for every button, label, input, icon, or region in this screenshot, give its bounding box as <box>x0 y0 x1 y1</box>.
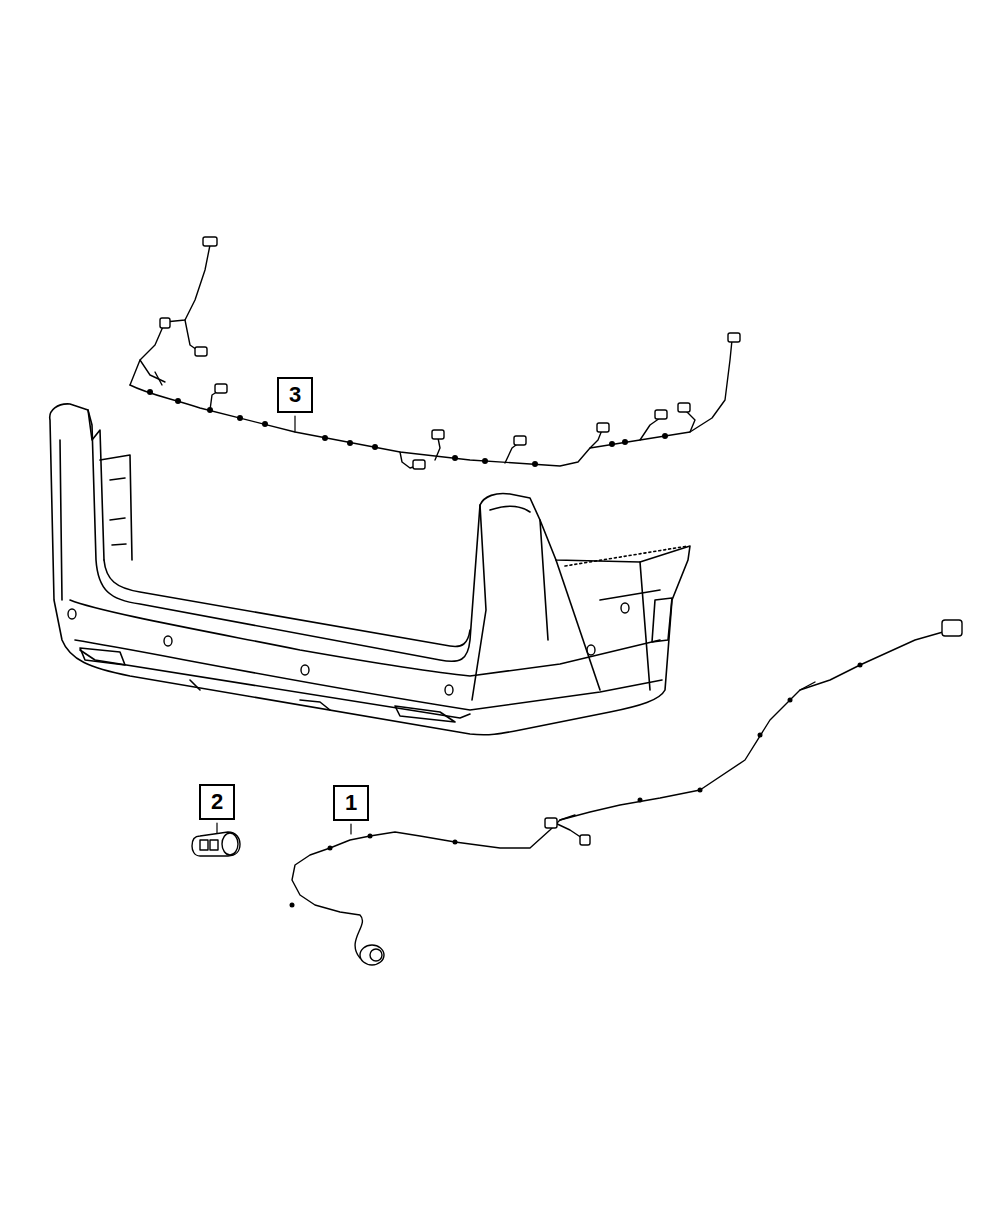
callout-number: 1 <box>345 792 357 814</box>
callout-number: 2 <box>211 791 223 813</box>
rear-bumper-fascia <box>50 404 690 735</box>
callout-box: 1 <box>333 785 369 821</box>
bumper-wiring-harness <box>130 237 740 469</box>
sensor-holes <box>68 603 629 695</box>
callout-box: 3 <box>277 377 313 413</box>
callout-number: 3 <box>289 384 301 406</box>
callout-box: 2 <box>199 784 235 820</box>
rear-door-wiring-harness <box>290 620 963 965</box>
park-assist-sensor <box>192 832 240 856</box>
